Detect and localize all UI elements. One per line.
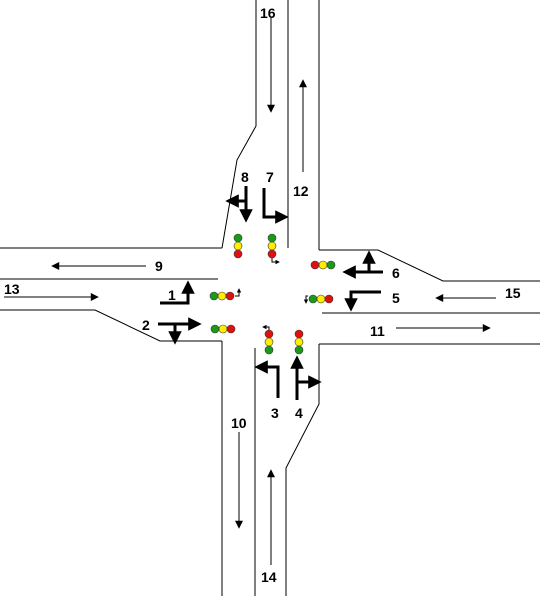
signal-2-red bbox=[226, 324, 236, 334]
road-west-south-edge bbox=[0, 309, 222, 342]
signal-8-yellow bbox=[233, 241, 243, 251]
movement-4-arrow bbox=[290, 355, 322, 400]
signal-6 bbox=[310, 260, 336, 270]
label-11: 11 bbox=[370, 323, 385, 339]
signal-2 bbox=[210, 324, 236, 334]
movement-3-arrow bbox=[254, 360, 280, 398]
label-5: 5 bbox=[392, 290, 400, 306]
movement-7-arrow bbox=[262, 188, 289, 224]
label-6: 6 bbox=[392, 265, 400, 281]
signal-2-green bbox=[210, 324, 220, 334]
signal-6-red bbox=[310, 260, 320, 270]
signal-1-red bbox=[225, 291, 235, 301]
road-north-west-edge bbox=[221, 0, 257, 249]
signal-4-green bbox=[294, 345, 304, 355]
signal-1 bbox=[209, 288, 242, 301]
movement-1-arrow bbox=[160, 280, 195, 305]
signal-2-yellow bbox=[218, 324, 228, 334]
signal-5 bbox=[303, 294, 334, 304]
label-4: 4 bbox=[295, 405, 303, 421]
signal-6-green bbox=[326, 260, 336, 270]
signal-5-green bbox=[308, 294, 318, 304]
label-2: 2 bbox=[142, 317, 150, 333]
label-3: 3 bbox=[271, 405, 279, 421]
label-15: 15 bbox=[505, 285, 521, 301]
signal-4-yellow bbox=[294, 337, 304, 347]
signal-7-turn-arrow-icon bbox=[271, 258, 280, 265]
traffic-signals bbox=[209, 233, 336, 355]
signal-7 bbox=[267, 233, 280, 265]
signal-8-green bbox=[233, 233, 243, 243]
movement-6-arrow bbox=[342, 250, 383, 279]
movement-5-arrow bbox=[344, 290, 381, 312]
signal-4-red bbox=[294, 329, 304, 339]
signal-4 bbox=[294, 329, 304, 355]
signal-3-turn-arrow-icon bbox=[262, 324, 270, 330]
road-south-east-edge bbox=[285, 344, 320, 596]
signal-3-red bbox=[264, 329, 274, 339]
signal-5-red bbox=[324, 294, 334, 304]
movement-8-arrow bbox=[225, 186, 253, 223]
signal-3 bbox=[262, 324, 274, 355]
signal-1-turn-arrow-icon bbox=[235, 288, 242, 297]
signal-3-green bbox=[264, 345, 274, 355]
signal-7-red bbox=[267, 249, 277, 259]
label-14: 14 bbox=[261, 569, 277, 585]
road-east-north-edge bbox=[319, 249, 540, 282]
movement-labels: 16 8 7 12 9 6 13 15 1 5 2 11 3 4 10 14 bbox=[4, 5, 521, 585]
signal-3-yellow bbox=[264, 337, 274, 347]
signal-6-yellow bbox=[318, 260, 328, 270]
signal-8 bbox=[233, 233, 243, 259]
signal-7-green bbox=[267, 233, 277, 243]
label-7: 7 bbox=[266, 169, 274, 185]
signal-5-turn-arrow-icon bbox=[303, 295, 309, 304]
signal-5-yellow bbox=[316, 294, 326, 304]
lane-direction-arrows bbox=[4, 18, 496, 565]
label-13: 13 bbox=[4, 281, 20, 297]
signal-1-green bbox=[209, 291, 219, 301]
signal-8-red bbox=[233, 249, 243, 259]
signal-1-yellow bbox=[217, 291, 227, 301]
signal-7-yellow bbox=[267, 241, 277, 251]
movement-arrows bbox=[158, 186, 383, 400]
movement-2-arrow bbox=[158, 317, 202, 345]
label-1: 1 bbox=[168, 287, 176, 303]
label-9: 9 bbox=[155, 258, 163, 274]
label-10: 10 bbox=[231, 415, 247, 431]
label-12: 12 bbox=[293, 183, 309, 199]
label-16: 16 bbox=[260, 5, 276, 21]
label-8: 8 bbox=[241, 169, 249, 185]
